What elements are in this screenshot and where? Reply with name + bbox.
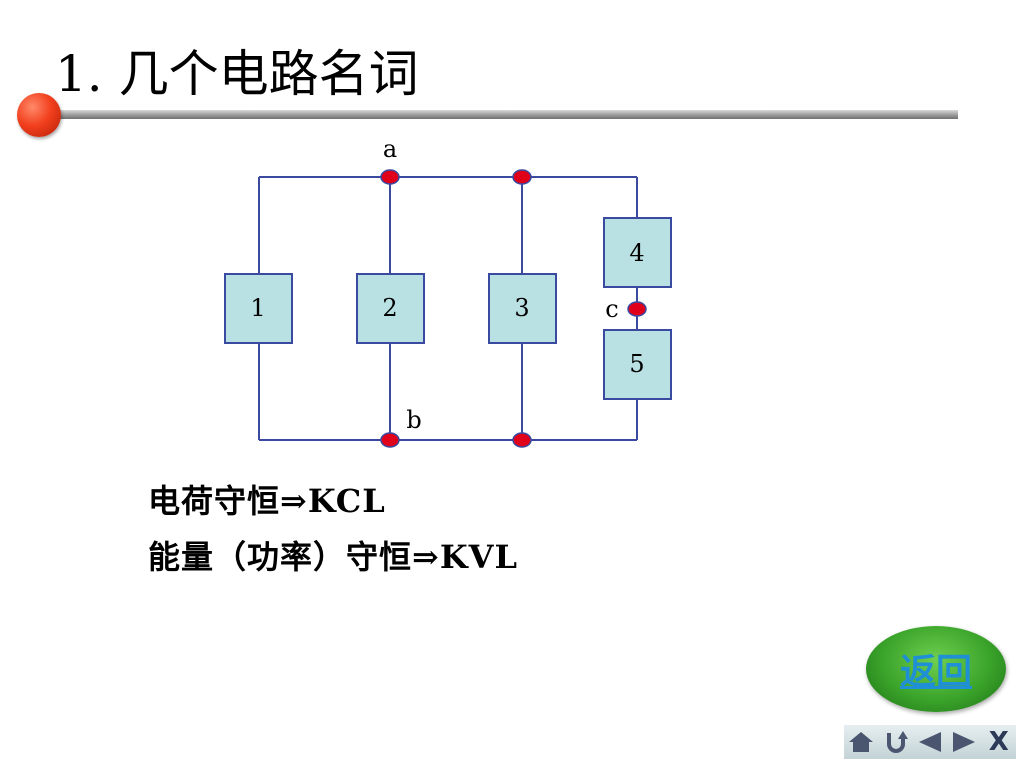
element-label-1: 1 [250,294,265,322]
close-icon: X [988,727,1009,757]
element-label-2: 2 [382,294,397,322]
node-b-dot [380,432,400,448]
next-triangle-icon [953,732,976,752]
close-button[interactable]: X [984,727,1014,757]
node-a-dot [380,169,400,185]
kvl-statement: 能量（功率）守恒⇒KVL [148,538,518,576]
node-bottom-right-dot [512,432,532,448]
title-divider [40,110,958,119]
next-button[interactable] [949,727,979,757]
page-title: 1. 几个电路名词 [55,45,419,103]
element-box-4: 4 [603,217,672,288]
element-label-5: 5 [629,350,644,378]
element-box-2: 2 [356,273,425,344]
element-label-3: 3 [514,294,529,322]
element-box-3: 3 [488,273,557,344]
circuit-wires [258,176,638,441]
back-button[interactable]: 返回 [866,626,1006,712]
back-button-label[interactable]: 返回 [899,652,972,693]
element-box-1: 1 [224,273,293,344]
slide-nav-bar: X [844,725,1016,759]
node-c-dot [627,301,647,317]
element-box-5: 5 [603,329,672,400]
node-label-c: c [605,295,618,323]
node-label-a: a [383,135,397,163]
node-top-right-dot [512,169,532,185]
return-button[interactable] [881,727,911,757]
node-label-b: b [406,406,421,434]
home-icon [849,732,874,752]
element-label-4: 4 [629,239,644,267]
kcl-statement: 电荷守恒⇒KCL [148,482,386,520]
title-bullet-icon [17,93,61,137]
return-arrow-icon [886,731,908,753]
prev-triangle-icon [918,732,941,752]
home-button[interactable] [846,727,876,757]
prev-button[interactable] [915,727,945,757]
